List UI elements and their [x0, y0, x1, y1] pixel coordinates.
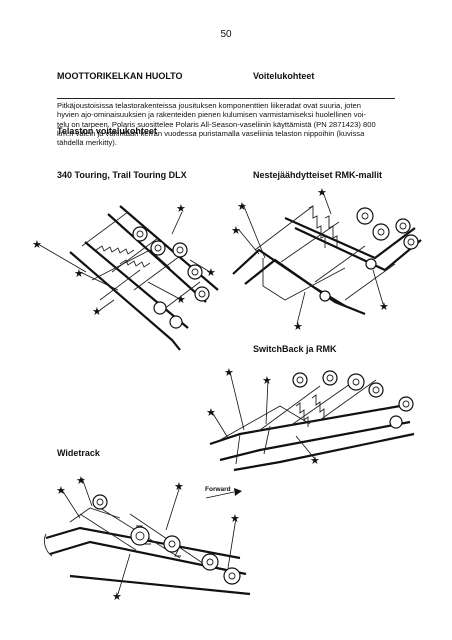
widetrack-suspension-drawing: ★ ★ ★ ★ ★	[43, 474, 251, 603]
svg-text:★: ★	[317, 186, 327, 199]
section-title: Telaston voitelukohteet	[57, 126, 157, 136]
svg-text:★: ★	[176, 202, 186, 215]
idler-wheels	[92, 494, 241, 585]
svg-text:★: ★	[176, 293, 186, 306]
springs	[295, 394, 325, 427]
svg-text:★: ★	[310, 454, 320, 467]
paragraph-line: km:n välein ja vähintään kerran vuodessa…	[57, 128, 365, 138]
svg-text:★: ★	[32, 238, 42, 251]
rail-left	[69, 241, 189, 351]
cross-shafts	[81, 211, 201, 313]
rmk-liquid-suspension-drawing: ★ ★ ★ ★ ★	[231, 186, 422, 333]
grease-point-markers: ★ ★ ★ ★	[206, 366, 320, 467]
svg-text:★: ★	[206, 266, 216, 279]
svg-text:★: ★	[74, 267, 84, 280]
paragraph: Pitkäjoustoisissa telastorakenteissa jou…	[57, 101, 417, 147]
svg-text:★: ★	[224, 366, 234, 379]
caption-switchback: SwitchBack ja RMK	[253, 344, 337, 354]
paragraph-line: telu on tarpeen. Polaris suosittelee Pol…	[57, 119, 376, 129]
page-number: 50	[220, 29, 232, 40]
forward-label: Forward	[205, 486, 231, 493]
caption-widetrack: Widetrack	[57, 448, 100, 458]
cross-shafts	[254, 205, 396, 301]
idler-wheels	[319, 207, 419, 302]
grease-point-markers: ★ ★ ★ ★ ★	[231, 186, 389, 333]
svg-text:★: ★	[206, 406, 216, 419]
touring-suspension-drawing: ★ ★ ★ ★ ★ ★	[32, 202, 219, 351]
switchback-suspension-drawing: ★ ★ ★ ★	[206, 366, 415, 472]
header-right-title: Voitelukohteet	[253, 71, 315, 81]
header-left-title: MOOTTORIKELKAN HUOLTO	[57, 71, 183, 81]
svg-text:★: ★	[379, 300, 389, 313]
svg-text:★: ★	[112, 590, 122, 603]
paragraph-line: tähdellä merkitty).	[57, 138, 117, 148]
svg-text:★: ★	[92, 305, 102, 318]
header-divider	[57, 98, 395, 99]
svg-text:★: ★	[230, 512, 240, 525]
caption-touring: 340 Touring, Trail Touring DLX	[57, 170, 187, 180]
svg-text:★: ★	[262, 374, 272, 387]
svg-text:★: ★	[174, 480, 184, 493]
rail-assembly	[209, 404, 415, 472]
arrow-forward-icon	[205, 488, 242, 499]
caption-rmk-liquid: Nestejäähdytteiset RMK-mallit	[253, 170, 383, 180]
springs	[95, 245, 151, 268]
rail-right	[107, 205, 219, 303]
springs	[308, 205, 338, 248]
svg-text:★: ★	[76, 474, 86, 487]
svg-text:★: ★	[293, 320, 303, 333]
rail-assembly	[43, 526, 251, 596]
idler-wheels	[132, 226, 210, 329]
grease-point-markers: ★ ★ ★ ★ ★	[56, 474, 240, 603]
paragraph-line: Pitkäjoustoisissa telastorakenteissa jou…	[57, 101, 361, 110]
svg-text:★: ★	[56, 484, 66, 497]
idler-wheels	[292, 370, 414, 429]
svg-text:★: ★	[237, 200, 247, 213]
paragraph-line: hyvien ajo-ominaisuuksien ja rakenteiden…	[57, 110, 366, 120]
svg-text:★: ★	[231, 224, 241, 237]
grease-point-markers: ★ ★ ★ ★ ★ ★	[32, 202, 216, 318]
